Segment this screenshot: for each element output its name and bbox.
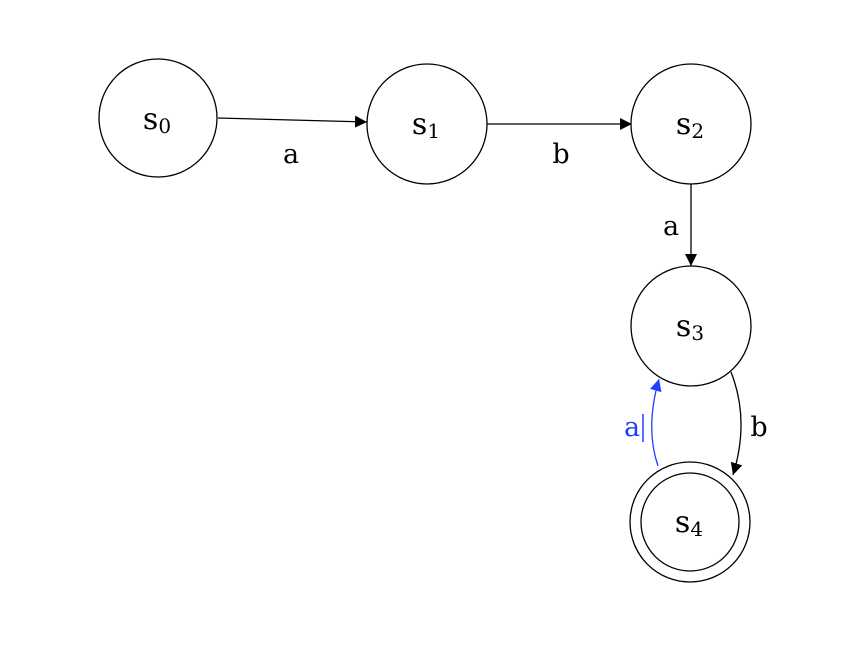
state-label-s2: s2 [676, 107, 704, 143]
state-circle-s0 [98, 58, 218, 178]
state-circle-s4-inner [640, 472, 740, 572]
state-circle-s2 [630, 63, 752, 185]
state-s2[interactable]: s2 [630, 63, 752, 185]
edge-label-s3-s4: b [750, 412, 767, 443]
state-circle-s1 [366, 63, 488, 185]
state-label-s1: s1 [412, 107, 440, 143]
state-label-s3: s3 [676, 309, 704, 345]
edge-s3-s4 [730, 371, 743, 476]
edge-label-s4-s3: a [624, 412, 640, 443]
state-label-s4: s4 [675, 505, 703, 541]
state-s4[interactable]: s4 [629, 461, 751, 583]
edge-label-s0-s1: a [283, 139, 299, 170]
edge-s0-s1 [217, 115, 368, 128]
state-label-s0: s0 [143, 102, 171, 138]
state-s0[interactable]: s0 [98, 58, 218, 178]
state-s3[interactable]: s3 [630, 265, 752, 387]
state-s1[interactable]: s1 [366, 63, 488, 185]
edge-s4-s3 [649, 378, 662, 467]
edge-label-s1-s2: b [552, 139, 569, 170]
edge-label-s2-s3: a [663, 211, 679, 242]
state-circle-s3 [630, 265, 752, 387]
